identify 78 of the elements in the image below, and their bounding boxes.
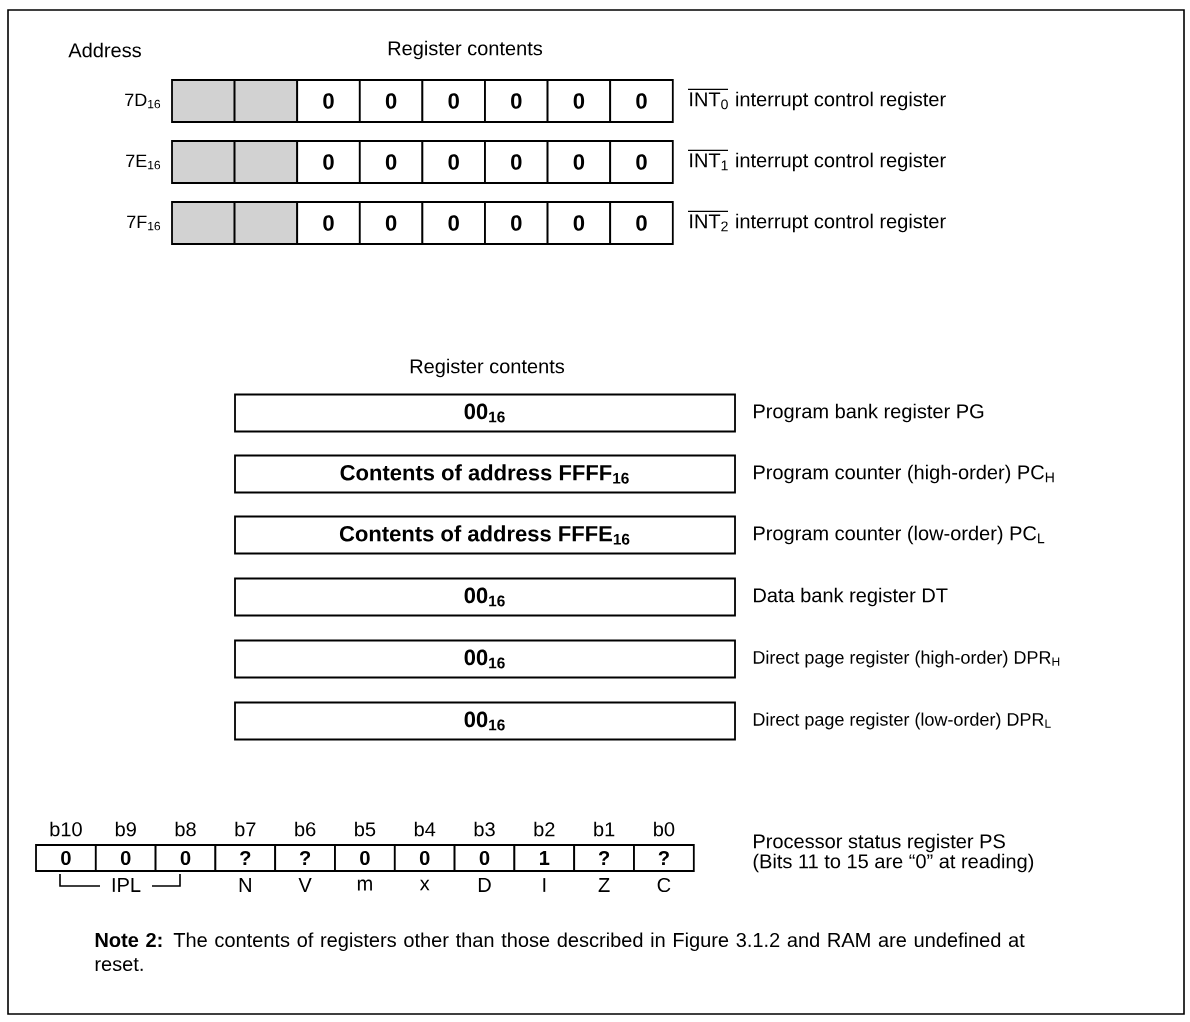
register-cell: 0 [296,79,361,123]
unused-bit-cell [171,79,236,123]
field-label: IPL [112,878,141,892]
column-heading: Register contents [388,40,543,60]
register-cell: 0 [484,79,549,123]
register-description: Program bank register PG [754,403,984,423]
register-description: Program counter (high-order) PC$_{H}$ [754,464,1054,484]
register-box: Contents of address FFFF$_{16}$ [234,454,736,494]
flag-label: D [478,878,491,892]
register-cell: 0 [358,79,424,123]
unused-bit-cell [233,79,299,123]
register-cell: 1 [513,844,576,872]
register-box: 00$_{16}$ [234,393,736,433]
register-cell: 0 [546,79,612,123]
register-cell: 0 [609,79,674,123]
register-cell: 0 [296,140,361,184]
flag-label: m [357,879,372,891]
register-box: 00$_{16}$ [234,639,736,679]
register-cell: 0 [421,79,486,123]
register-cell: ? [573,844,635,872]
register-description: Processor status register PS [754,833,1005,853]
bit-number: b9 [115,821,136,837]
register-cell: 0 [546,201,612,245]
register-description: (Bits 11 to 15 are “0” at reading) [753,853,1034,873]
register-description: Data bank register DT [754,587,948,607]
address-label: 7F$_{16}$ [127,215,161,231]
flag-label: I [543,878,546,892]
register-cell: 0 [94,844,157,872]
register-cell: 0 [453,844,516,872]
register-cell: ? [633,844,695,872]
bit-number: b7 [235,821,256,837]
flag-label: x [419,879,430,891]
register-cell: 0 [484,140,549,184]
register-cell: 0 [546,140,612,184]
register-cell: 0 [334,844,396,872]
register-description: Direct page register (high-order) DPR$_{H}$ [753,650,1060,668]
bit-number: b10 [50,821,82,837]
flag-label: Z [598,878,610,892]
note-text: Note 2: The contents of registers other than those described in Figure 3.1.2 and RAM are undefined at reset. [95,932,1025,972]
register-description: Direct page register (low-order) DPR$_{L}$ [753,712,1051,730]
register-box: 00$_{16}$ [234,577,736,617]
flag-label: N [239,878,251,892]
bit-number: b2 [534,821,555,837]
bit-number: b6 [295,821,316,837]
register-cell: 0 [393,844,456,872]
bit-number: b0 [654,821,675,837]
unused-bit-cell [233,201,299,245]
register-cell: 0 [421,201,486,245]
column-heading: Address [68,42,141,58]
register-description: INT$_{1}$ interrupt control register [687,149,946,172]
register-cell: 0 [358,201,424,245]
register-cell: 0 [484,201,549,245]
flag-label: V [298,878,312,892]
register-cell: ? [214,844,277,872]
register-cell: 0 [609,201,674,245]
flag-label: C [657,877,671,893]
unused-bit-cell [233,140,299,184]
register-description: Program counter (low-order) PC$_{L}$ [754,525,1045,545]
register-description: INT$_{0}$ interrupt control register [687,88,946,111]
address-label: 7E$_{16}$ [126,154,161,170]
register-cell: 0 [35,844,97,872]
unused-bit-cell [171,201,236,245]
register-box: 00$_{16}$ [234,701,736,741]
register-cell: 0 [421,140,486,184]
bit-number: b1 [594,821,615,837]
bit-number: b5 [355,821,376,837]
register-cell: ? [274,844,336,872]
bit-number: b3 [474,821,495,837]
register-description: INT$_{2}$ interrupt control register [687,210,946,233]
register-box: Contents of address FFFE$_{16}$ [234,515,736,555]
register-cell: 0 [358,140,424,184]
register-cell: 0 [296,201,361,245]
address-label: 7D$_{16}$ [125,93,161,109]
register-cell: 0 [609,140,674,184]
register-cell: 0 [154,844,217,872]
unused-bit-cell [171,140,236,184]
bit-number: b4 [414,821,436,837]
bit-number: b8 [175,821,196,837]
